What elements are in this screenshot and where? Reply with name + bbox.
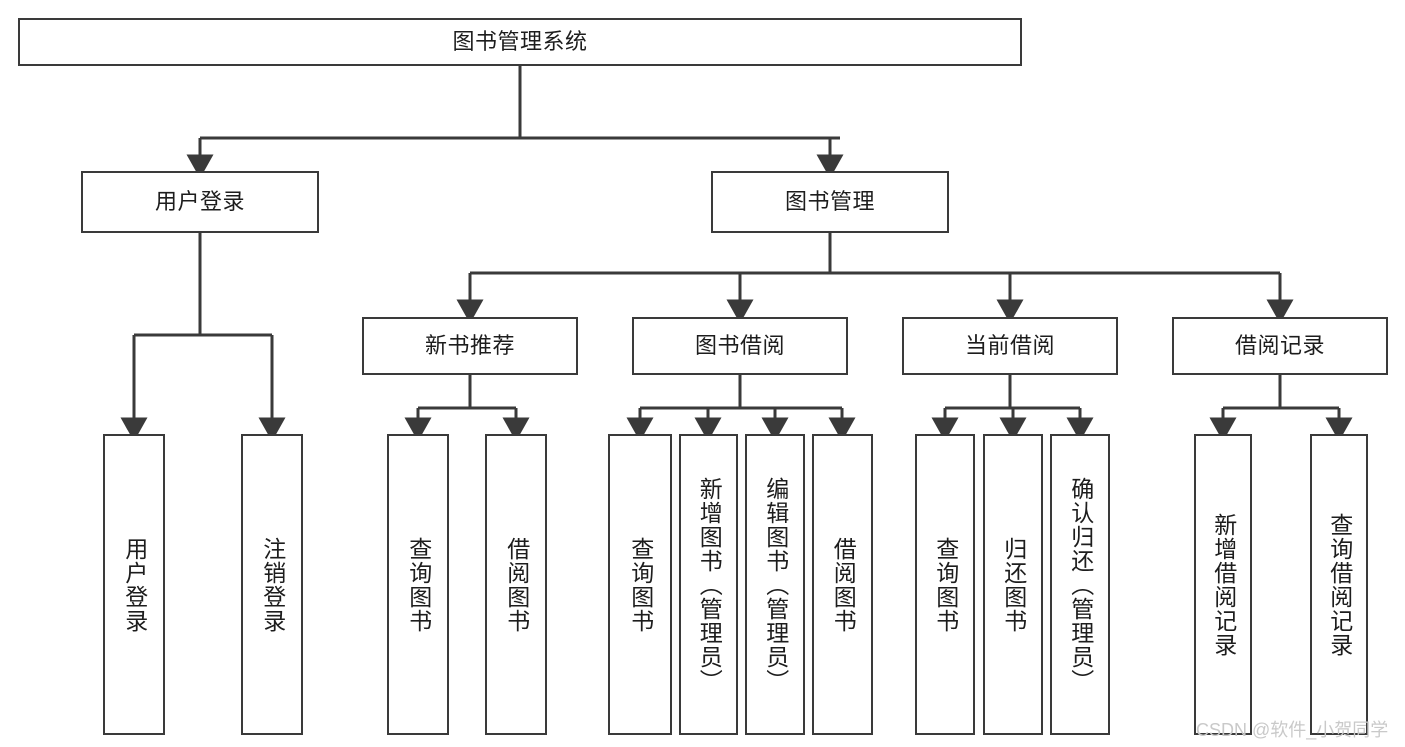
csdn-watermark: CSDN @软件_小贺同学: [1196, 716, 1388, 742]
node-level2-user-login[interactable]: 用户登录: [81, 171, 319, 233]
node-leaf-query-book-new-label: 查询图书: [405, 536, 432, 633]
node-leaf-query-book-new[interactable]: 查询图书: [387, 434, 449, 735]
node-level3-borrow-record[interactable]: 借阅记录: [1172, 317, 1388, 375]
node-leaf-query-borrow-record[interactable]: 查询借阅记录: [1310, 434, 1368, 735]
node-level2-book-management-label: 图书管理: [784, 189, 875, 215]
node-leaf-logout[interactable]: 注销登录: [241, 434, 303, 735]
node-leaf-query-borrow-record-label: 查询借阅记录: [1326, 512, 1353, 657]
node-leaf-confirm-return-admin[interactable]: 确认归还（管理员）: [1050, 434, 1110, 735]
node-leaf-add-borrow-record-label: 新增借阅记录: [1210, 512, 1237, 657]
node-leaf-borrow-book[interactable]: 借阅图书: [812, 434, 873, 735]
node-level3-borrow-record-label: 借阅记录: [1234, 333, 1325, 359]
node-leaf-edit-book-admin[interactable]: 编辑图书（管理员）: [745, 434, 805, 735]
node-leaf-query-book-borrow-label: 查询图书: [627, 536, 654, 633]
node-leaf-query-book-borrow[interactable]: 查询图书: [608, 434, 672, 735]
node-leaf-add-book-admin-label: 新增图书（管理员）: [696, 476, 723, 693]
node-level3-book-borrow-label: 图书借阅: [694, 333, 785, 359]
node-level3-new-book-recommend[interactable]: 新书推荐: [362, 317, 578, 375]
node-level3-current-borrow[interactable]: 当前借阅: [902, 317, 1118, 375]
node-leaf-query-book-current[interactable]: 查询图书: [915, 434, 975, 735]
node-leaf-add-book-admin[interactable]: 新增图书（管理员）: [679, 434, 738, 735]
node-level2-book-management[interactable]: 图书管理: [711, 171, 949, 233]
node-leaf-borrow-book-new-label: 借阅图书: [503, 536, 530, 633]
node-level3-current-borrow-label: 当前借阅: [964, 333, 1055, 359]
node-leaf-borrow-book-new[interactable]: 借阅图书: [485, 434, 547, 735]
node-leaf-return-book[interactable]: 归还图书: [983, 434, 1043, 735]
node-leaf-return-book-label: 归还图书: [1000, 536, 1027, 633]
node-level3-new-book-recommend-label: 新书推荐: [424, 333, 515, 359]
node-level3-book-borrow[interactable]: 图书借阅: [632, 317, 848, 375]
node-root[interactable]: 图书管理系统: [18, 18, 1022, 66]
node-leaf-logout-label: 注销登录: [259, 536, 286, 633]
node-level2-user-login-label: 用户登录: [154, 189, 245, 215]
node-leaf-user-login-label: 用户登录: [121, 536, 148, 633]
node-leaf-confirm-return-admin-label: 确认归还（管理员）: [1067, 476, 1094, 693]
node-leaf-edit-book-admin-label: 编辑图书（管理员）: [762, 476, 789, 693]
node-leaf-add-borrow-record[interactable]: 新增借阅记录: [1194, 434, 1252, 735]
csdn-watermark-text: CSDN @软件_小贺同学: [1196, 720, 1389, 740]
node-leaf-query-book-current-label: 查询图书: [932, 536, 959, 633]
node-root-label: 图书管理系统: [452, 29, 588, 55]
node-leaf-user-login[interactable]: 用户登录: [103, 434, 165, 735]
node-leaf-borrow-book-label: 借阅图书: [830, 536, 857, 633]
